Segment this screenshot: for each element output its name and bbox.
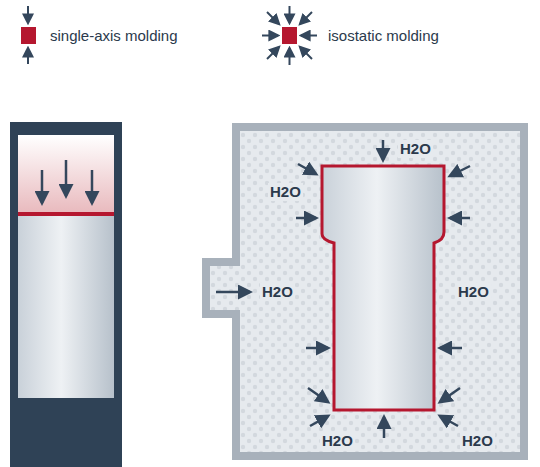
- water-label: H2O: [398, 140, 433, 158]
- water-label: H2O: [260, 283, 295, 301]
- isostatic-icon: [262, 6, 317, 65]
- legend-text: isostatic molding: [328, 27, 439, 44]
- legend-text: single-axis molding: [50, 27, 178, 44]
- water-label: H2O: [320, 432, 355, 450]
- water-label: H2O: [460, 432, 495, 450]
- single-axis-icon: [21, 6, 36, 64]
- water-label: H2O: [456, 283, 491, 301]
- water-label: H2O: [268, 183, 303, 201]
- pressed-part: [322, 166, 444, 410]
- isostatic-chamber: [202, 123, 528, 460]
- single-axis-press: [10, 122, 122, 467]
